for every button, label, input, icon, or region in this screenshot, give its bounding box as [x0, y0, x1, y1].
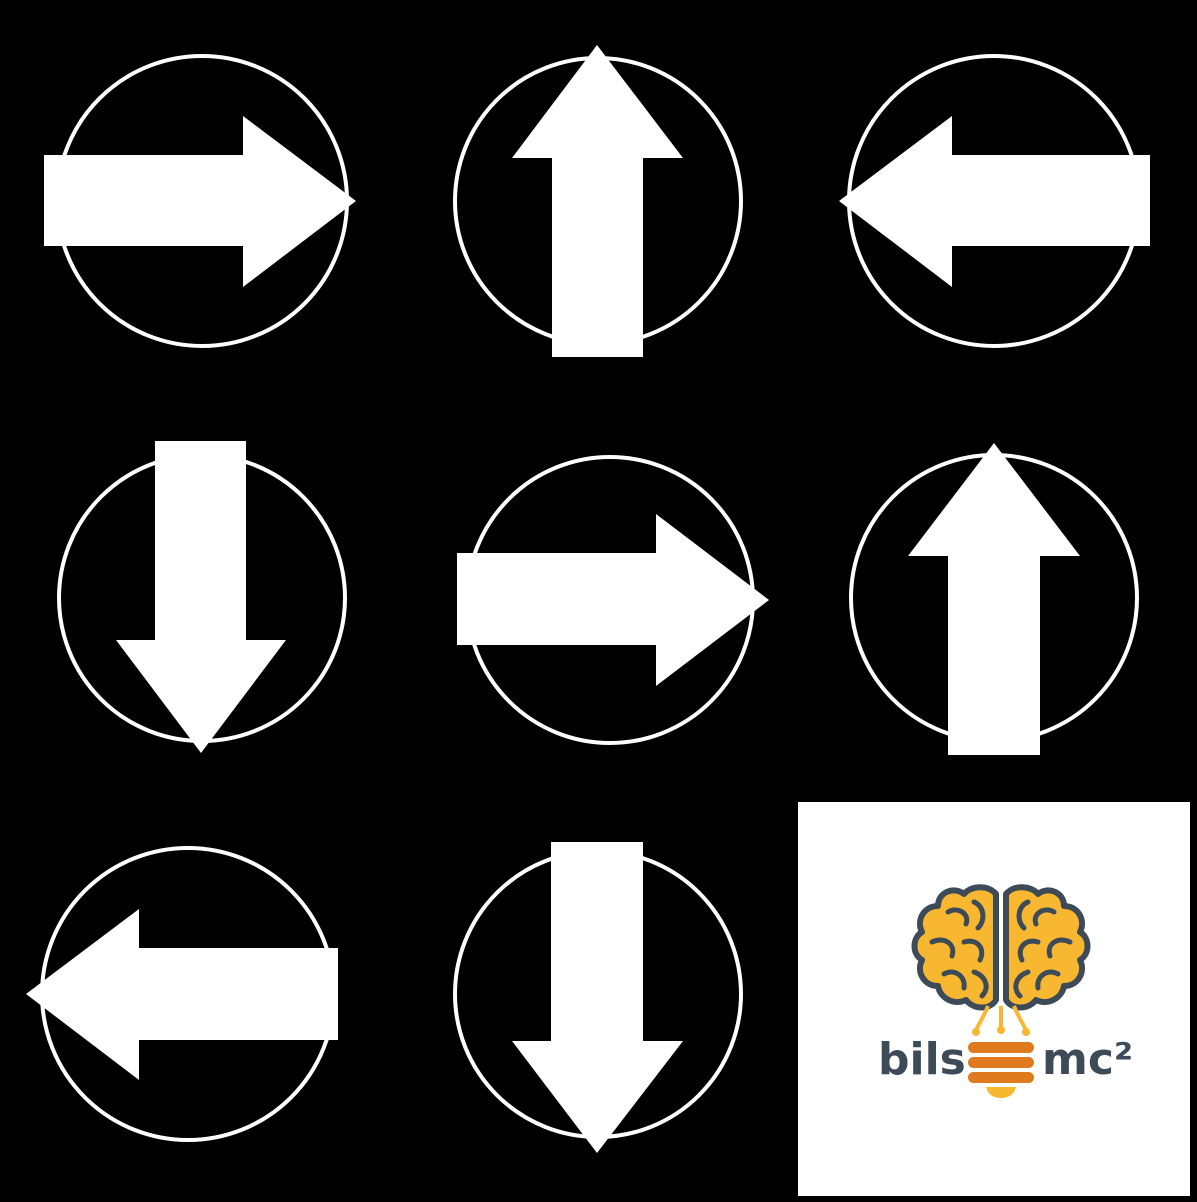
tile-6	[796, 398, 1196, 798]
tile-8	[398, 796, 798, 1196]
arrow-up-icon	[849, 443, 1139, 755]
tile-5	[398, 398, 798, 798]
logo-tile: bils mc²	[798, 802, 1190, 1196]
tile-1	[0, 0, 400, 400]
brain-lightbulb-icon: bils mc²	[878, 884, 1133, 1098]
arrow-down-icon	[453, 842, 743, 1153]
arrow-down-icon	[57, 441, 347, 753]
arrow-right-icon	[457, 455, 769, 745]
logo-text-right: mc²	[1042, 1034, 1133, 1085]
tile-7	[0, 796, 400, 1196]
arrow-up-icon	[453, 45, 743, 357]
tile-2	[398, 0, 798, 400]
arrow-left-icon	[839, 54, 1150, 348]
tile-4	[0, 398, 400, 798]
arrow-left-icon	[26, 846, 338, 1142]
arrow-right-icon	[44, 54, 356, 348]
logo-text-left: bils	[878, 1034, 966, 1085]
tile-3	[796, 0, 1196, 400]
